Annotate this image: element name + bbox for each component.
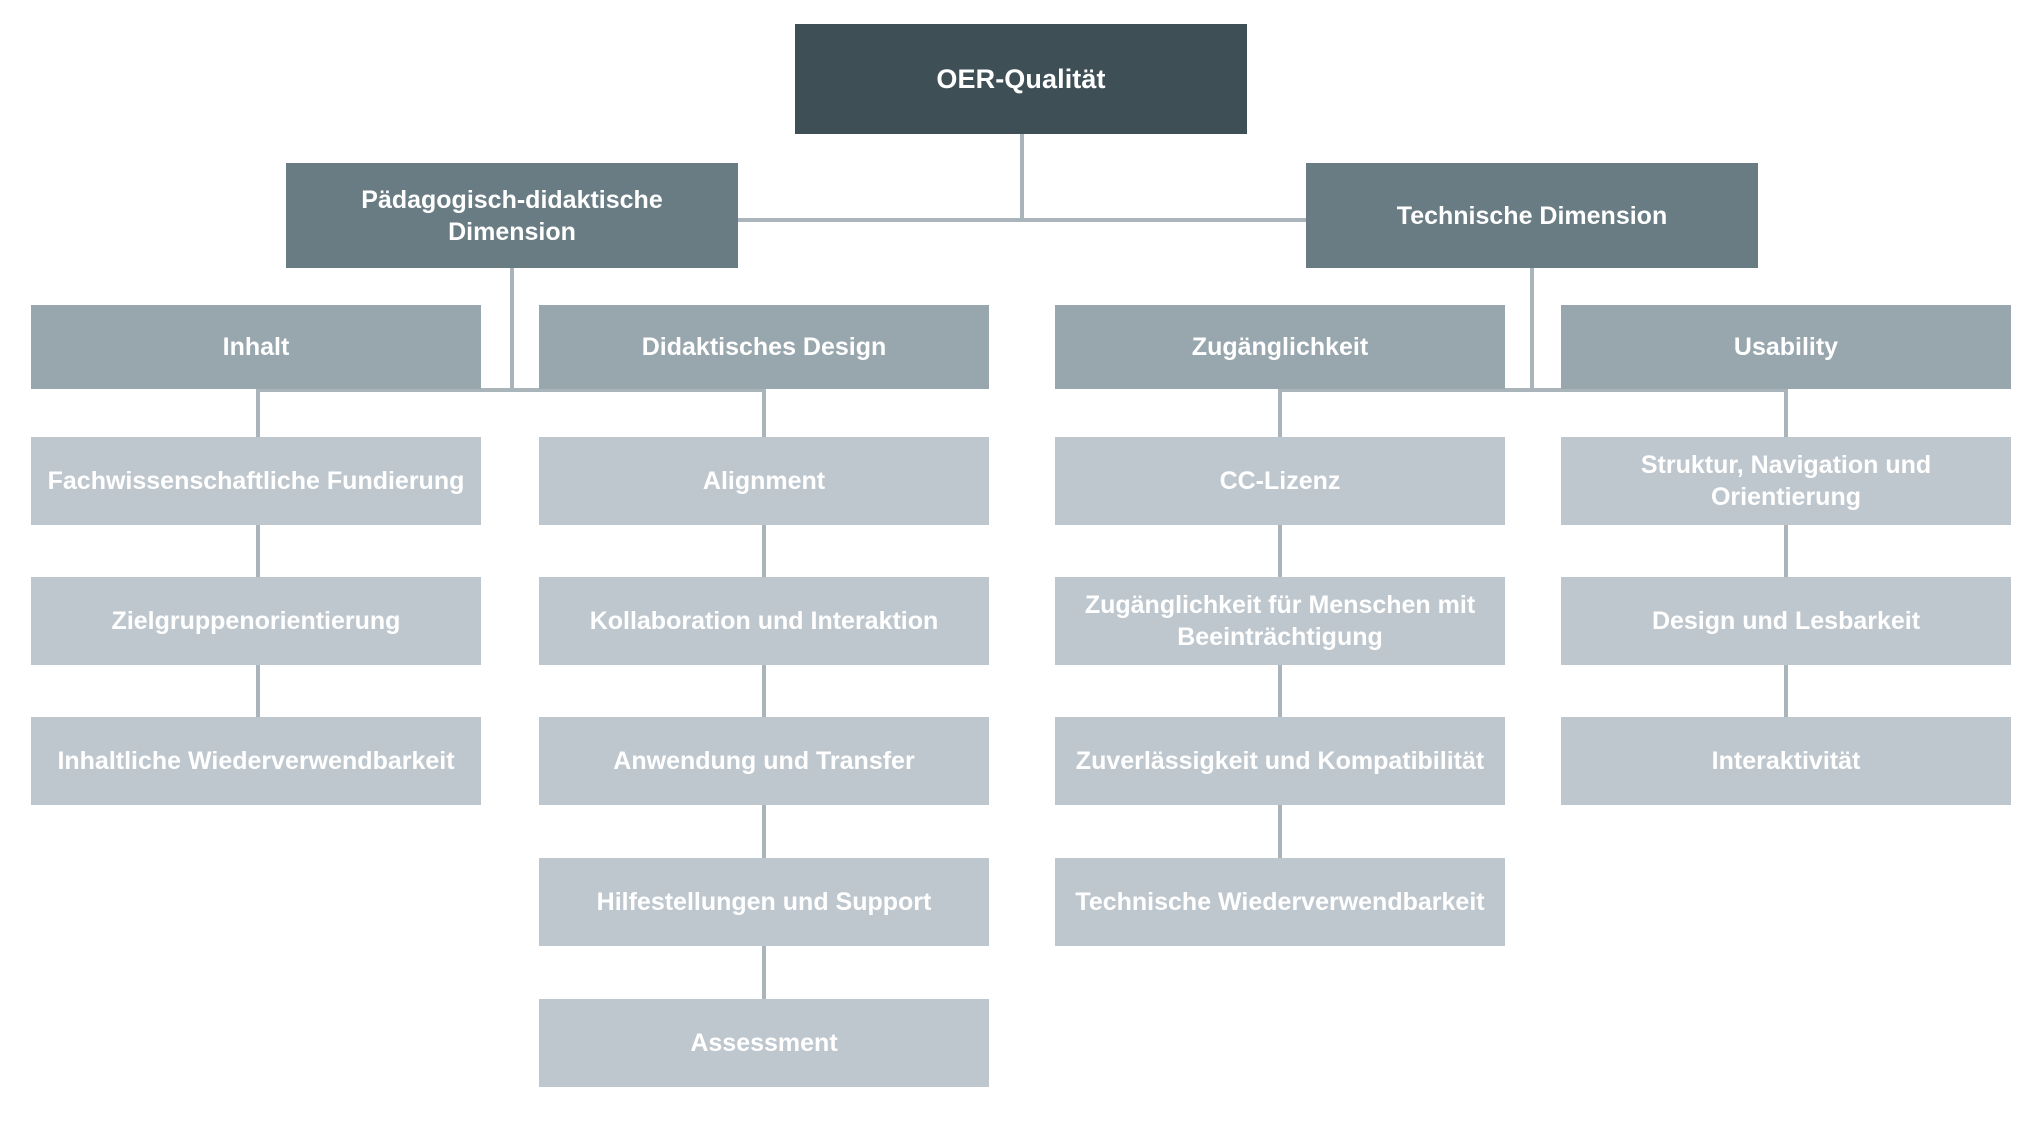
node-dimension-technisch[interactable]: Technische Dimension (1306, 163, 1758, 268)
node-category-zugaenglichkeit[interactable]: Zugänglichkeit (1055, 305, 1505, 389)
node-criterion-inhaltliche-wiederverwendbarkeit[interactable]: Inhaltliche Wiederverwendbarkeit (31, 717, 481, 805)
node-criterion-struktur-navigation-orientierung[interactable]: Struktur, Navigation und Orientierung (1561, 437, 2011, 525)
connector-technical-vertical (1530, 268, 1534, 390)
node-dimension-paedagogisch-didaktisch[interactable]: Pädagogisch-didaktische Dimension (286, 163, 738, 268)
node-criterion-zuverlaessigkeit-und-kompatibilitaet[interactable]: Zuverlässigkeit und Kompatibilität (1055, 717, 1505, 805)
node-criterion-zielgruppenorientierung[interactable]: Zielgruppenorientierung (31, 577, 481, 665)
node-criterion-cc-lizenz[interactable]: CC-Lizenz (1055, 437, 1505, 525)
connector-dimension-bar (738, 218, 1306, 222)
connector-inhalt-stem (256, 388, 260, 740)
node-category-inhalt[interactable]: Inhalt (31, 305, 481, 389)
node-criterion-zugaenglichkeit-beeintraechtigung[interactable]: Zugänglichkeit für Menschen mit Beeinträ… (1055, 577, 1505, 665)
connector-didaktisches-design-stem (762, 388, 766, 1022)
connector-usability-stem (1784, 388, 1788, 740)
connector-pedagogy-category-bar (256, 388, 764, 392)
node-criterion-hilfestellungen-und-support[interactable]: Hilfestellungen und Support (539, 858, 989, 946)
node-criterion-fachwissenschaftliche-fundierung[interactable]: Fachwissenschaftliche Fundierung (31, 437, 481, 525)
connector-root-vertical (1020, 134, 1024, 220)
node-criterion-design-und-lesbarkeit[interactable]: Design und Lesbarkeit (1561, 577, 2011, 665)
node-category-usability[interactable]: Usability (1561, 305, 2011, 389)
node-criterion-assessment[interactable]: Assessment (539, 999, 989, 1087)
node-criterion-anwendung-und-transfer[interactable]: Anwendung und Transfer (539, 717, 989, 805)
node-criterion-interaktivitaet[interactable]: Interaktivität (1561, 717, 2011, 805)
connector-pedagogy-vertical (510, 268, 514, 390)
node-criterion-alignment[interactable]: Alignment (539, 437, 989, 525)
node-criterion-kollaboration-und-interaktion[interactable]: Kollaboration und Interaktion (539, 577, 989, 665)
node-root-oer-qualitaet[interactable]: OER-Qualität (795, 24, 1247, 134)
connector-technical-category-bar (1278, 388, 1786, 392)
node-criterion-technische-wiederverwendbarkeit[interactable]: Technische Wiederverwendbarkeit (1055, 858, 1505, 946)
node-category-didaktisches-design[interactable]: Didaktisches Design (539, 305, 989, 389)
